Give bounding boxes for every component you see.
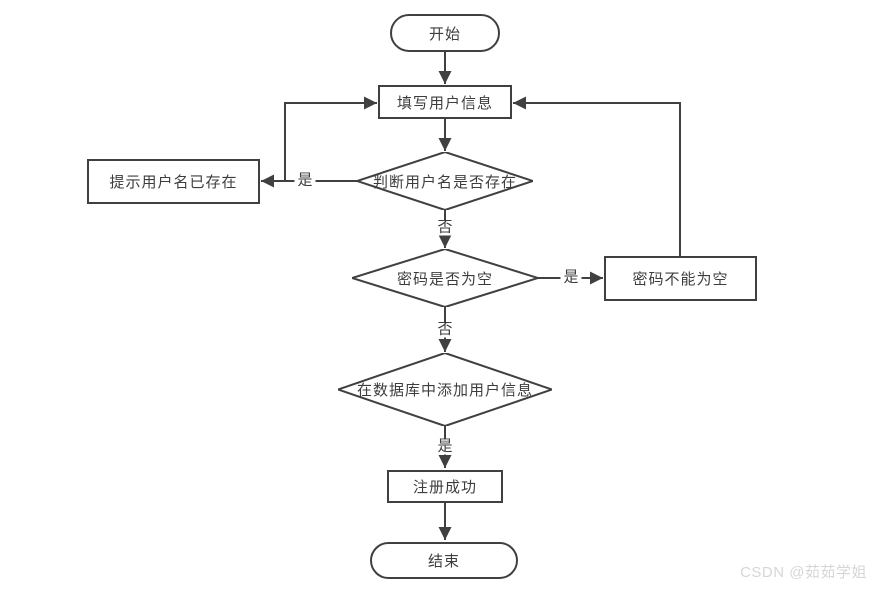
diamond-shape xyxy=(338,353,552,426)
node-fill-user-info[interactable]: 填写用户信息 xyxy=(378,85,512,119)
node-check-password-label: 密码是否为空 xyxy=(396,271,493,288)
node-check-username-label: 判断用户名是否存在 xyxy=(372,174,517,191)
node-add-user-db[interactable]: 在数据库中添加用户信息 xyxy=(338,353,552,426)
node-check-username[interactable]: 判断用户名是否存在 xyxy=(357,152,533,210)
node-username-exists-label: 提示用户名已存在 xyxy=(109,175,238,191)
node-username-exists[interactable]: 提示用户名已存在 xyxy=(87,159,260,204)
edge-label-username-no: 否 xyxy=(434,220,456,236)
node-register-success-label: 注册成功 xyxy=(412,480,477,496)
node-password-not-empty[interactable]: 密码不能为空 xyxy=(604,256,757,301)
node-start[interactable]: 开始 xyxy=(390,14,500,52)
edge-label-db-yes: 是 xyxy=(434,439,456,455)
node-end[interactable]: 结束 xyxy=(370,542,518,579)
node-password-not-empty-label: 密码不能为空 xyxy=(632,272,729,288)
node-check-password[interactable]: 密码是否为空 xyxy=(352,249,538,307)
edge-usernameexists-loop-to-fillinfo xyxy=(284,96,377,181)
node-register-success[interactable]: 注册成功 xyxy=(387,470,503,503)
edge-label-username-yes: 是 xyxy=(294,173,316,189)
edge-label-password-yes: 是 xyxy=(560,270,582,286)
edge-label-password-no: 否 xyxy=(434,322,456,338)
diamond-shape xyxy=(352,249,538,307)
node-end-label: 结束 xyxy=(427,554,460,570)
csdn-watermark: CSDN @茹茹学姐 xyxy=(740,564,867,581)
node-add-user-db-label: 在数据库中添加用户信息 xyxy=(356,383,533,399)
diamond-shape xyxy=(357,152,533,210)
edge-passwordnotempty-loop-to-fillinfo xyxy=(513,96,681,256)
node-start-label: 开始 xyxy=(428,26,461,43)
node-fill-user-info-label: 填写用户信息 xyxy=(396,95,493,112)
